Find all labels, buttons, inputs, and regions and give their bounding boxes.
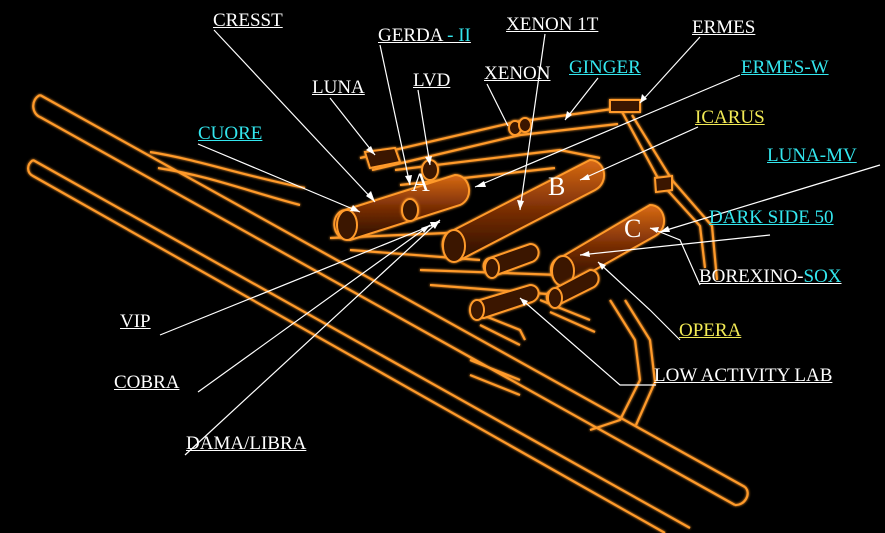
label-cuore: CUORE [198, 123, 263, 144]
arrow-borexino [650, 227, 659, 233]
label-ermes-w: ERMES-W [741, 57, 829, 78]
right-connector-tunnel [619, 107, 719, 281]
label-vip: VIP [120, 311, 151, 332]
leader-borexino [649, 227, 701, 286]
label-gerda-main: GERDA [378, 25, 443, 46]
arrow-ermes-w [475, 181, 486, 187]
highway-tunnel-lower [27, 159, 691, 533]
label-borexino-sox: BOREXINO-SOX [699, 267, 842, 286]
leader-lvd [417, 89, 431, 166]
arrow-luna [366, 146, 375, 155]
leader-vip [159, 221, 441, 336]
arrow-xenon1t [517, 200, 524, 210]
hall-b [441, 158, 605, 263]
arrow-ermes [640, 94, 647, 103]
leader-cobra [197, 224, 431, 393]
arrow-ginger [565, 111, 572, 120]
label-dark-side-50: DARK SIDE 50 [709, 207, 834, 228]
bay-low-activity-end [469, 299, 485, 321]
back-connection-tunnel [359, 106, 641, 172]
hall-c [550, 203, 665, 287]
label-icarus: ICARUS [695, 107, 765, 128]
arrow-luna-mv [660, 226, 670, 232]
label-cobra: COBRA [114, 372, 180, 393]
arrow-icarus [580, 174, 590, 180]
hall-spine [329, 230, 561, 297]
arrow-cuore [350, 205, 360, 212]
lower-right-sweep [589, 299, 657, 432]
arrow-opera [598, 262, 606, 270]
label-gerda: GERDA - II [378, 26, 471, 45]
label-ginger: GINGER [569, 57, 641, 78]
label-xenon: XENON [484, 63, 551, 84]
label-borexino-main: BOREXINO- [699, 266, 804, 287]
arrow-dama [431, 220, 440, 229]
highway-tunnel-upper [32, 94, 749, 507]
leader-icarus [579, 126, 699, 181]
hall-label-b: B [548, 172, 566, 201]
access-branch-left [149, 150, 306, 207]
label-cresst: CRESST [213, 10, 283, 31]
label-luna: LUNA [312, 77, 365, 98]
leader-cresst [213, 29, 376, 203]
label-dama-libra: DAMA/LIBRA [186, 433, 307, 454]
leader-luna [329, 97, 376, 156]
leader-xenon1t [519, 33, 546, 211]
arrow-gerda [405, 175, 412, 185]
arrow-cobra [421, 225, 430, 233]
upper-bay-connection [394, 148, 601, 187]
arrow-low-activity [520, 298, 528, 306]
leader-ermes [639, 36, 701, 104]
leader-dark-side [579, 234, 771, 256]
bay-ermes [609, 99, 641, 113]
cross-tunnel-2 [539, 298, 596, 334]
leader-luna-mv [659, 164, 881, 233]
bay-opera-end [547, 287, 563, 309]
hall-b-end [442, 229, 466, 263]
cross-tunnel-3 [469, 358, 521, 397]
arrow-dark-side [580, 251, 590, 257]
leader-low-activity [519, 297, 656, 386]
hall-a-end [336, 209, 358, 241]
label-gerda-suffix: - II [442, 25, 471, 46]
bay-luna-mv [653, 174, 673, 194]
label-borexino-sox-suffix: SOX [803, 266, 842, 287]
hall-label-c: C [624, 214, 642, 243]
leader-ginger [564, 77, 599, 121]
leader-arrows [350, 94, 670, 306]
hall-b-body [441, 158, 605, 262]
leader-gerda [379, 44, 411, 186]
leader-xenon [486, 83, 509, 127]
label-lvd: LVD [413, 70, 451, 91]
leader-opera [597, 261, 681, 341]
bay-cobra [401, 198, 419, 222]
leader-dama [184, 219, 441, 456]
label-ermes: ERMES [692, 17, 756, 38]
leader-cuore [197, 143, 361, 213]
hall-label-a: A [411, 168, 430, 197]
arrow-lvd [425, 156, 432, 165]
arrow-cresst [366, 191, 375, 202]
label-xenon-1t: XENON 1T [506, 14, 599, 35]
bay-hall-a-lower-end [484, 257, 500, 279]
label-opera: OPERA [679, 320, 742, 341]
bay-ginger [518, 117, 532, 133]
label-low-activity-lab: LOW ACTIVITY LAB [654, 365, 833, 386]
leader-ermes-w [474, 74, 741, 188]
leader-lines [159, 29, 881, 456]
label-luna-mv: LUNA-MV [767, 145, 857, 166]
